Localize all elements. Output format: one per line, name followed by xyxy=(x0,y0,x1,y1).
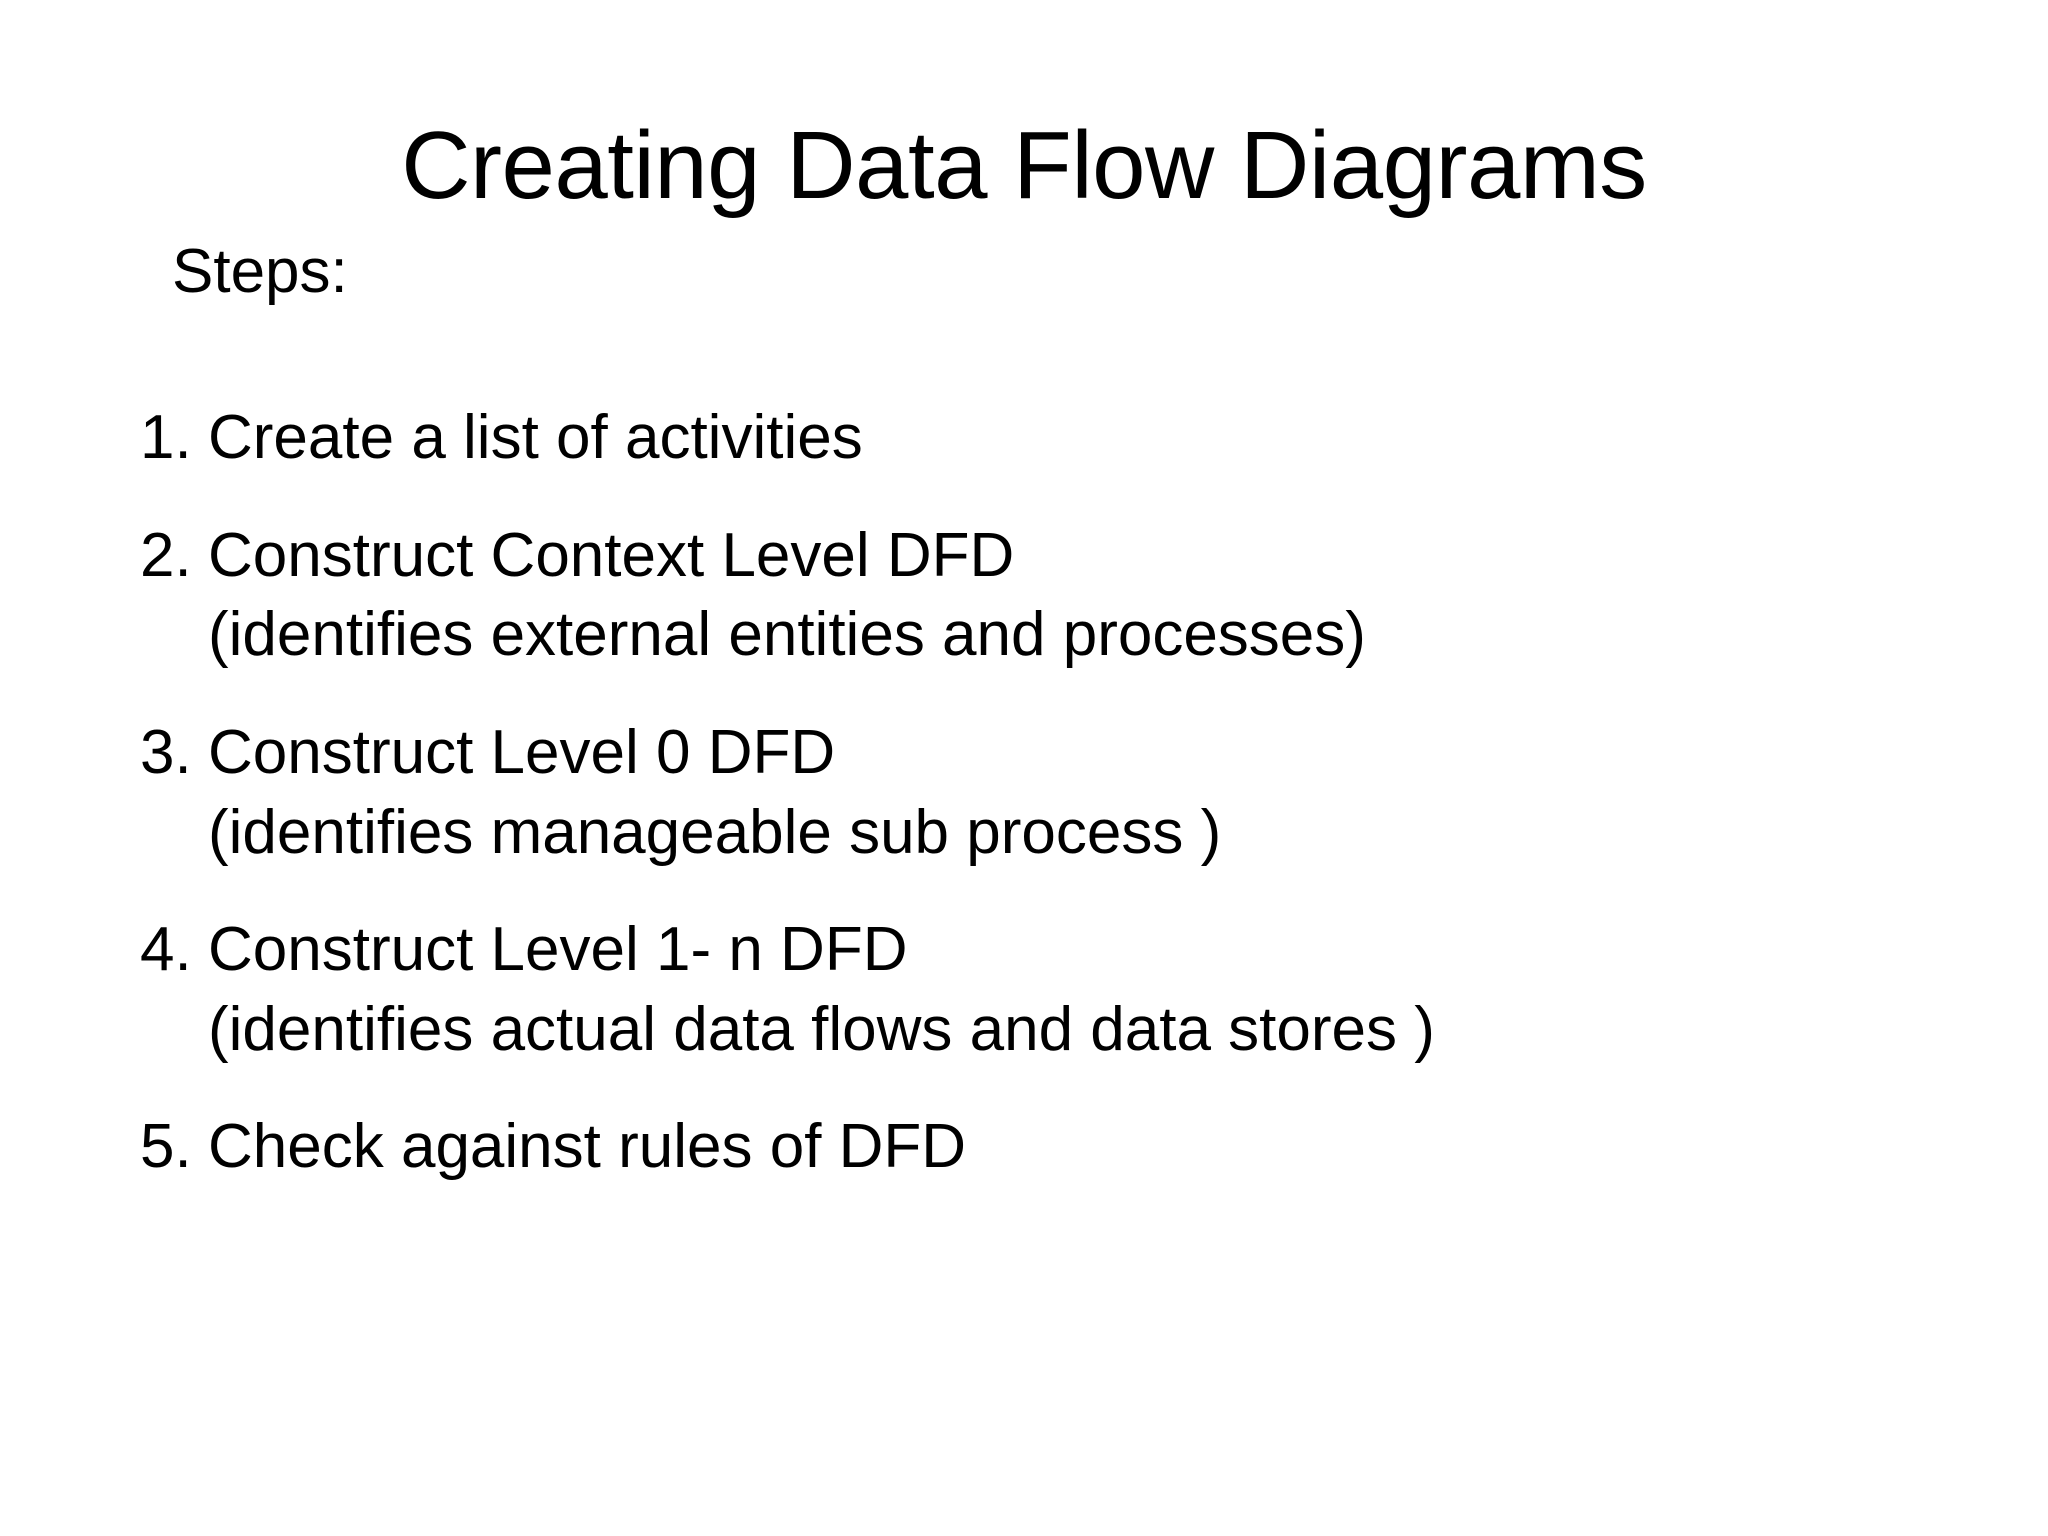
list-item-number: 4. xyxy=(140,915,192,985)
list-item-number: 2. xyxy=(140,520,192,590)
list-item-body: Construct Level 0 DFD (identifies manage… xyxy=(208,715,1970,870)
list-item-number: 5. xyxy=(140,1112,192,1182)
list-item-body: Check against rules of DFD xyxy=(208,1109,1970,1185)
list-item-line-primary: Construct Level 0 DFD xyxy=(208,717,836,787)
list-item-number: 1. xyxy=(140,403,192,472)
list-item-line-secondary: (identifies external entities and proces… xyxy=(208,600,1366,670)
list-item-line-primary: Check against rules of DFD xyxy=(208,1112,967,1182)
list-item-line-primary: Create a list of activities xyxy=(208,403,863,472)
list-item: 1. Create a list of activities xyxy=(140,400,1970,476)
list-item-line-primary: Construct Context Level DFD xyxy=(208,520,1015,590)
list-item-body: Construct Level 1- n DFD (identifies act… xyxy=(208,912,1970,1067)
steps-label: Steps: xyxy=(172,237,348,306)
list-item-line-primary: Construct Level 1- n DFD xyxy=(208,915,908,985)
list-item-line-secondary: (identifies actual data flows and data s… xyxy=(208,994,1435,1064)
list-item-number: 3. xyxy=(140,717,192,787)
list-item: 2. Construct Context Level DFD (identifi… xyxy=(140,518,1970,673)
list-item: 3. Construct Level 0 DFD (identifies man… xyxy=(140,715,1970,870)
list-item-body: Create a list of activities xyxy=(208,400,1970,476)
steps-list: 1. Create a list of activities 2. Constr… xyxy=(140,400,1970,1185)
list-item-body: Construct Context Level DFD (identifies … xyxy=(208,518,1970,673)
list-item-line-secondary: (identifies manageable sub process ) xyxy=(208,797,1222,867)
list-item: 5. Check against rules of DFD xyxy=(140,1109,1970,1185)
page-title: Creating Data Flow Diagrams xyxy=(401,112,1647,220)
list-item: 4. Construct Level 1- n DFD (identifies … xyxy=(140,912,1970,1067)
